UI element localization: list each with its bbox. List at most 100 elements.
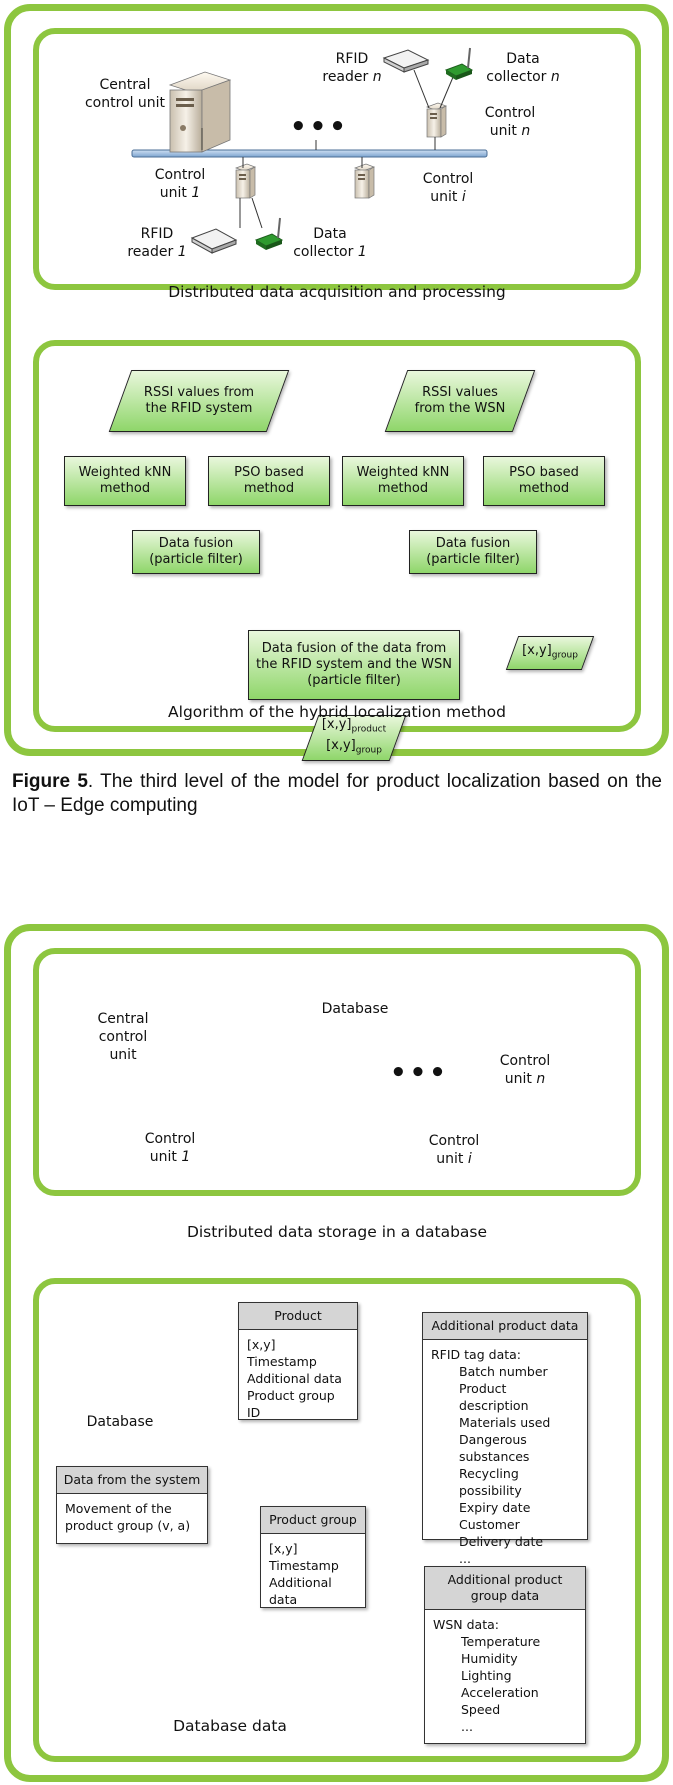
weighted-knn-left: Weighted kNN method: [64, 456, 186, 506]
rfid-reader-n-line2: reader: [322, 69, 373, 85]
rfid-reader-1-index: 1: [177, 244, 187, 260]
rfid-reader-1-label: RFID reader 1: [127, 225, 187, 261]
additional-product-row: Product description: [459, 1381, 529, 1413]
data-collector-1-line2: collector: [293, 244, 358, 260]
product-row: Timestamp: [247, 1354, 317, 1369]
additional-product-row: Customer: [459, 1517, 520, 1532]
ellipsis-dots: •••: [290, 112, 349, 142]
fusion-main-line2: the RFID system and the WSN: [256, 657, 452, 672]
acquisition-panel: [33, 28, 641, 290]
additional-group-row: Lighting: [461, 1668, 512, 1683]
central-control-unit-label: Central control unit: [84, 77, 166, 111]
product-group-sub: group: [355, 745, 382, 756]
rfid-reader-n-index: n: [372, 69, 382, 85]
product-group-row: Additional data: [269, 1575, 332, 1607]
data-collector-n-line2: collector: [486, 69, 551, 85]
data-collector-n-line1: Data: [506, 51, 540, 67]
product-sub: product: [351, 725, 387, 735]
additional-group-row: ...: [461, 1719, 473, 1734]
product-row: [x,y]: [247, 1337, 276, 1352]
additional-product-row: Recycling possibility: [459, 1466, 522, 1498]
product-table: Product [x,y] Timestamp Additional data …: [238, 1302, 358, 1420]
control-unit-n-label-storage: Control unit n: [485, 1052, 565, 1088]
data-from-system-row: product group (v, a): [65, 1518, 191, 1533]
pso-left: PSO based method: [208, 456, 330, 506]
group-output-text: [x,y]group: [512, 636, 588, 670]
rfid-reader-1-line2: reader: [127, 244, 178, 260]
product-body: [x,y] Timestamp Additional data Product …: [239, 1330, 357, 1427]
product-row: Additional data: [247, 1371, 342, 1386]
additional-group-row: Speed: [461, 1702, 501, 1717]
rfid-tag-title: RFID tag data:: [431, 1347, 521, 1362]
network-bus: [131, 149, 488, 158]
additional-product-header: Additional product data: [423, 1313, 587, 1340]
rssi-wsn-input: RSSI values from the WSN: [384, 370, 536, 432]
central-control-unit-label-storage: Central control unit: [97, 1011, 149, 1063]
rfid-reader-1-line1: RFID: [140, 226, 174, 242]
product-group-header: Product group: [261, 1507, 365, 1534]
wsn-data-title: WSN data:: [433, 1617, 499, 1632]
product-xy: [x,y]: [321, 717, 352, 733]
control-unit-n-storage-index: n: [536, 1071, 546, 1087]
data-fusion-left: Data fusion(particle filter): [132, 530, 260, 574]
control-unit-1-storage-line1: Control: [144, 1131, 196, 1147]
data-from-system-table: Data from the system Movement of the pro…: [56, 1466, 208, 1544]
fusion-right-line2: (particle filter): [426, 552, 520, 567]
control-unit-i-index: i: [461, 189, 466, 205]
rfid-reader-n-line1: RFID: [335, 51, 369, 67]
fusion-main-line1: Data fusion of the data from: [261, 641, 447, 656]
additional-group-row: Acceleration: [461, 1685, 539, 1700]
group-xy: [x,y]: [522, 642, 552, 658]
storage-panel: [33, 948, 641, 1196]
product-group-row: [x,y]: [269, 1541, 298, 1556]
control-unit-n-index: n: [521, 123, 531, 139]
group-output: [x,y]group: [505, 636, 595, 670]
additional-group-header-line2: group data: [470, 1588, 540, 1603]
product-output-text: [x,y]product [x,y]group: [310, 715, 398, 761]
rssi-wsn-text: RSSI values from the WSN: [414, 385, 506, 416]
database-label-storage: Database: [321, 1001, 389, 1017]
control-unit-i-storage-line1: Control: [428, 1133, 480, 1149]
control-unit-n-storage-line1: Control: [499, 1053, 551, 1069]
control-unit-n-storage-line2: unit: [504, 1071, 537, 1087]
control-unit-n-icon: [425, 102, 448, 138]
rssi-rfid-input: RSSI values from the RFID system: [108, 370, 290, 432]
control-unit-i-line2: unit: [430, 189, 462, 205]
group-sub: group: [551, 650, 578, 661]
product-group-table: Product group [x,y] Timestamp Additional…: [260, 1506, 366, 1608]
acquisition-caption: Distributed data acquisition and process…: [168, 283, 506, 301]
data-collector-n-icon: [444, 47, 474, 80]
data-from-system-header: Data from the system: [57, 1467, 207, 1494]
hybrid-localization-caption: Algorithm of the hybrid localization met…: [168, 703, 506, 721]
additional-product-row: ...: [459, 1551, 471, 1566]
weighted-knn-right: Weighted kNN method: [342, 456, 464, 506]
product-group-body: [x,y] Timestamp Additional data: [261, 1534, 365, 1614]
additional-product-table: Additional product data RFID tag data: B…: [422, 1312, 588, 1566]
control-unit-1-line1: Control: [154, 167, 206, 183]
fusion-left-line2: (particle filter): [149, 552, 243, 567]
additional-group-header-line1: Additional product: [447, 1572, 563, 1587]
additional-product-row: Batch number: [459, 1364, 548, 1379]
central-server-icon: [168, 71, 232, 153]
data-fusion-right: Data fusion(particle filter): [409, 530, 537, 574]
database-data-caption: Database data: [173, 1717, 287, 1735]
additional-product-row: Dangerous substances: [459, 1432, 530, 1464]
control-unit-1-icon: [234, 163, 257, 199]
control-unit-1-storage-index: 1: [181, 1149, 191, 1165]
fusion-right-line1: Data fusion: [435, 536, 511, 551]
control-unit-i-icon: [353, 163, 376, 199]
control-unit-i-storage-index: i: [467, 1151, 472, 1167]
ellipsis-dots-storage: •••: [390, 1058, 449, 1088]
additional-group-body: WSN data: Temperature Humidity Lighting …: [425, 1610, 585, 1741]
control-unit-1-index: 1: [191, 185, 201, 201]
product-row: Product group ID: [247, 1388, 335, 1420]
product-output: [x,y]product [x,y]group: [301, 715, 407, 761]
